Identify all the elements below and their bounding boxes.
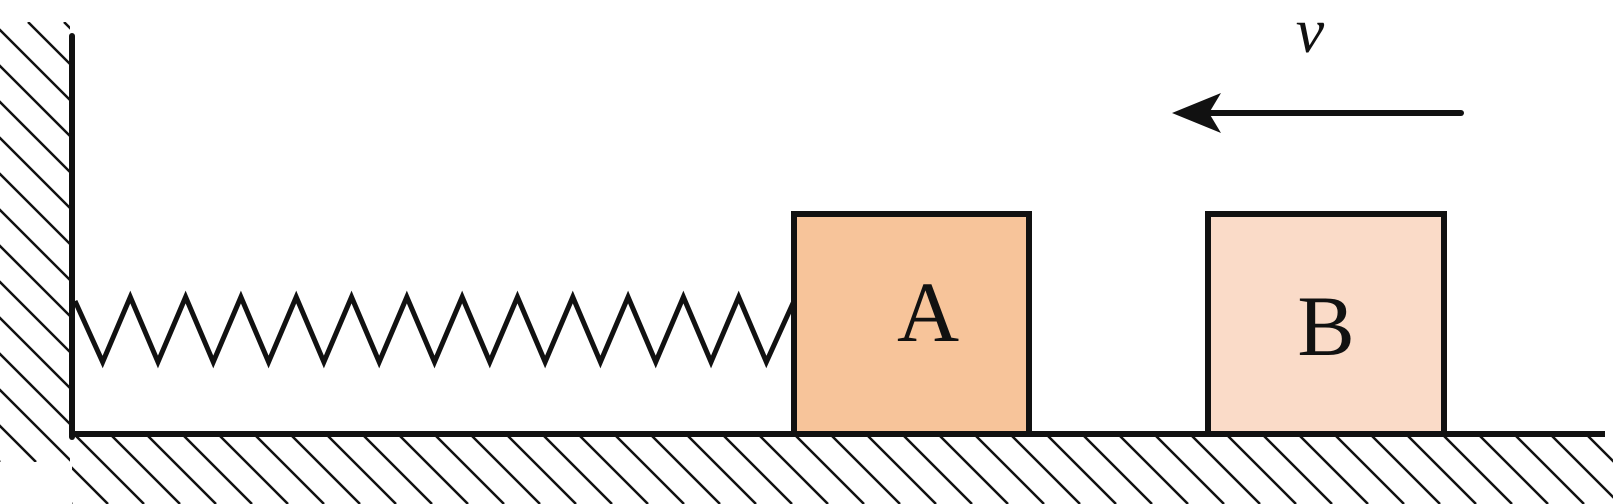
hatch-line (937, 434, 1009, 504)
hatch-line (253, 434, 325, 504)
hatch-line (63, 22, 70, 30)
hatch-line (649, 434, 721, 504)
hatch-line (73, 434, 145, 504)
hatch-line (1045, 434, 1117, 504)
hatch-line (865, 434, 937, 504)
hatch-line (72, 466, 109, 504)
hatch-line (289, 434, 361, 504)
hatch-line (0, 64, 70, 138)
block-a-label: A (897, 264, 959, 360)
hatch-line (1081, 434, 1153, 504)
hatch-line (72, 502, 73, 504)
floor-hatching (72, 434, 1613, 504)
hatch-line (0, 172, 70, 246)
hatch-line (145, 434, 217, 504)
hatch-line (1009, 434, 1081, 504)
hatch-line (1189, 434, 1261, 504)
hatch-line (0, 28, 70, 102)
hatch-line (829, 434, 901, 504)
hatch-line (1441, 434, 1513, 504)
hatch-line (109, 434, 181, 504)
hatch-line (505, 434, 577, 504)
hatch-line (433, 434, 505, 504)
hatch-line (1333, 434, 1405, 504)
hatch-line (1405, 434, 1477, 504)
hatch-line (1153, 434, 1225, 504)
hatch-line (1297, 434, 1369, 504)
velocity-label: v (1296, 0, 1325, 66)
hatch-line (1513, 434, 1585, 504)
hatch-line (0, 280, 70, 354)
hatch-line (973, 434, 1045, 504)
hatch-line (325, 434, 397, 504)
hatch-line (1225, 434, 1297, 504)
hatch-line (217, 434, 289, 504)
hatch-line (0, 388, 70, 462)
hatch-line (613, 434, 685, 504)
hatch-line (901, 434, 973, 504)
hatch-line (469, 434, 541, 504)
hatch-line (721, 434, 793, 504)
wall-hatching (0, 22, 70, 462)
hatch-line (757, 434, 829, 504)
hatch-line (1477, 434, 1549, 504)
hatch-line (0, 208, 70, 282)
block-b (1205, 211, 1447, 437)
hatch-line (1585, 434, 1613, 463)
hatch-line (27, 22, 70, 66)
velocity-arrow-icon (1172, 93, 1464, 133)
hatch-line (181, 434, 253, 504)
hatch-line (793, 434, 865, 504)
hatch-line (0, 136, 70, 210)
hatch-line (577, 434, 649, 504)
hatch-line (1369, 434, 1441, 504)
spring (72, 290, 797, 369)
hatch-line (1549, 434, 1613, 499)
hatch-line (0, 352, 70, 426)
hatch-line (1261, 434, 1333, 504)
hatch-line (0, 100, 70, 174)
block-b-label: B (1297, 278, 1354, 374)
hatch-line (685, 434, 757, 504)
hatch-line (397, 434, 469, 504)
hatch-line (361, 434, 433, 504)
hatch-line (541, 434, 613, 504)
hatch-line (1117, 434, 1189, 504)
block-a (791, 211, 1032, 437)
